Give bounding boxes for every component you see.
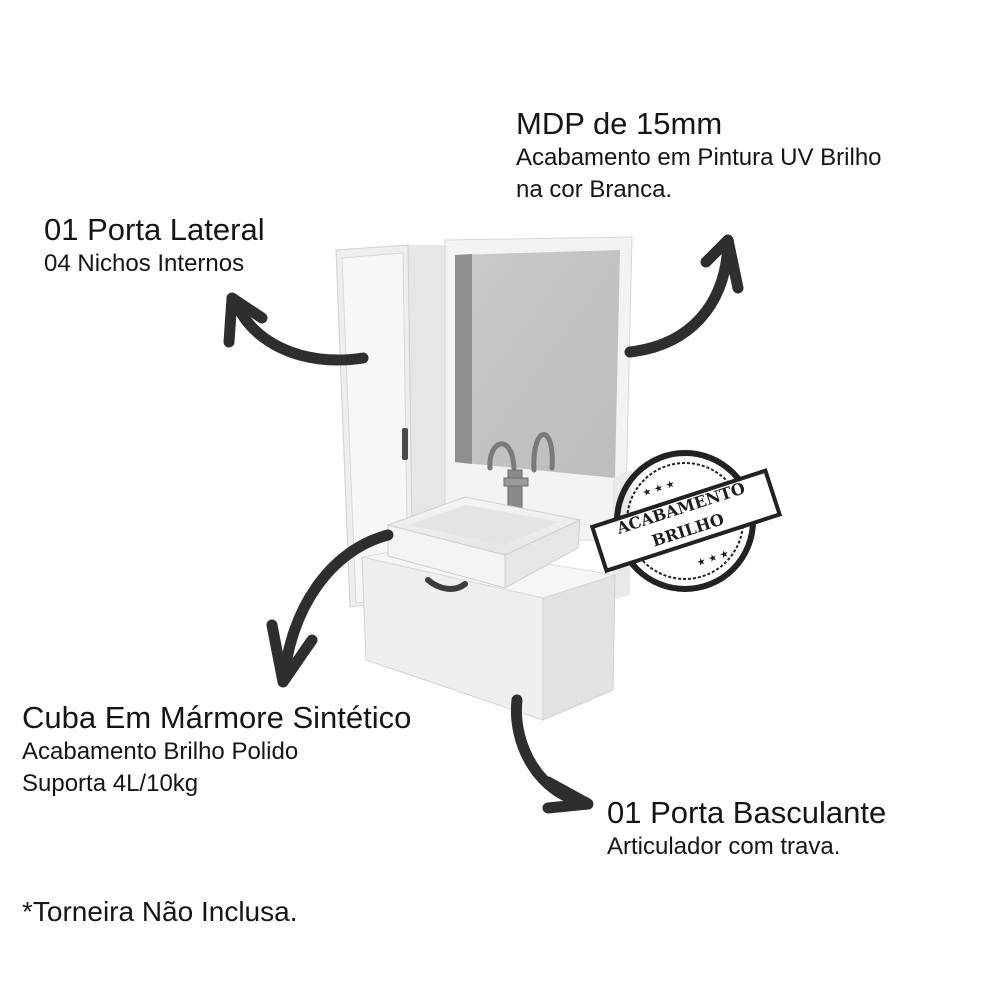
stamp-stars-bottom: ★ ★ ★ xyxy=(695,548,730,569)
faucet xyxy=(487,432,555,513)
label-porta-basculante-line1: Articulador com trava. xyxy=(607,833,841,860)
mirror xyxy=(455,250,620,478)
label-mdp-line1: Acabamento em Pintura UV Brilho xyxy=(516,144,882,171)
label-mdp: MDP de 15mm Acabamento em Pintura UV Bri… xyxy=(516,106,882,206)
acabamento-brilho-stamp: ACABAMENTO BRILHO ★ ★ ★ ★ ★ ★ xyxy=(589,450,783,592)
label-mdp-line2: na cor Branca. xyxy=(516,176,673,203)
label-mdp-title: MDP de 15mm xyxy=(516,106,723,141)
side-door-handle xyxy=(402,428,408,460)
label-porta-lateral-title: 01 Porta Lateral xyxy=(44,212,265,247)
label-cuba-title: Cuba Em Mármore Sintético xyxy=(22,700,412,735)
back-panel xyxy=(408,245,445,545)
label-cuba: Cuba Em Mármore Sintético Acabamento Bri… xyxy=(22,700,411,800)
footnote: *Torneira Não Inclusa. xyxy=(22,896,298,927)
arrow-cuba xyxy=(266,529,394,688)
label-cuba-line1: Acabamento Brilho Polido xyxy=(22,738,299,765)
arrow-mdp xyxy=(624,234,744,358)
arrow-porta-basculante xyxy=(510,694,594,814)
label-porta-lateral-line1: 04 Nichos Internos xyxy=(44,250,245,277)
mirror-shadow xyxy=(455,254,472,464)
basin-bowl xyxy=(408,505,560,545)
label-cuba-line2: Suporta 4L/10kg xyxy=(22,770,199,797)
drawer-side xyxy=(542,574,616,721)
stamp-stars-top: ★ ★ ★ xyxy=(641,479,676,500)
label-porta-basculante: 01 Porta Basculante Articulador com trav… xyxy=(607,795,886,863)
label-porta-lateral: 01 Porta Lateral 04 Nichos Internos xyxy=(44,212,265,280)
label-porta-basculante-title: 01 Porta Basculante xyxy=(607,795,887,830)
arrow-porta-lateral xyxy=(223,292,369,366)
vanity-cabinet xyxy=(335,236,633,721)
callout-arrows xyxy=(223,234,744,814)
drawer-handle xyxy=(425,577,468,592)
